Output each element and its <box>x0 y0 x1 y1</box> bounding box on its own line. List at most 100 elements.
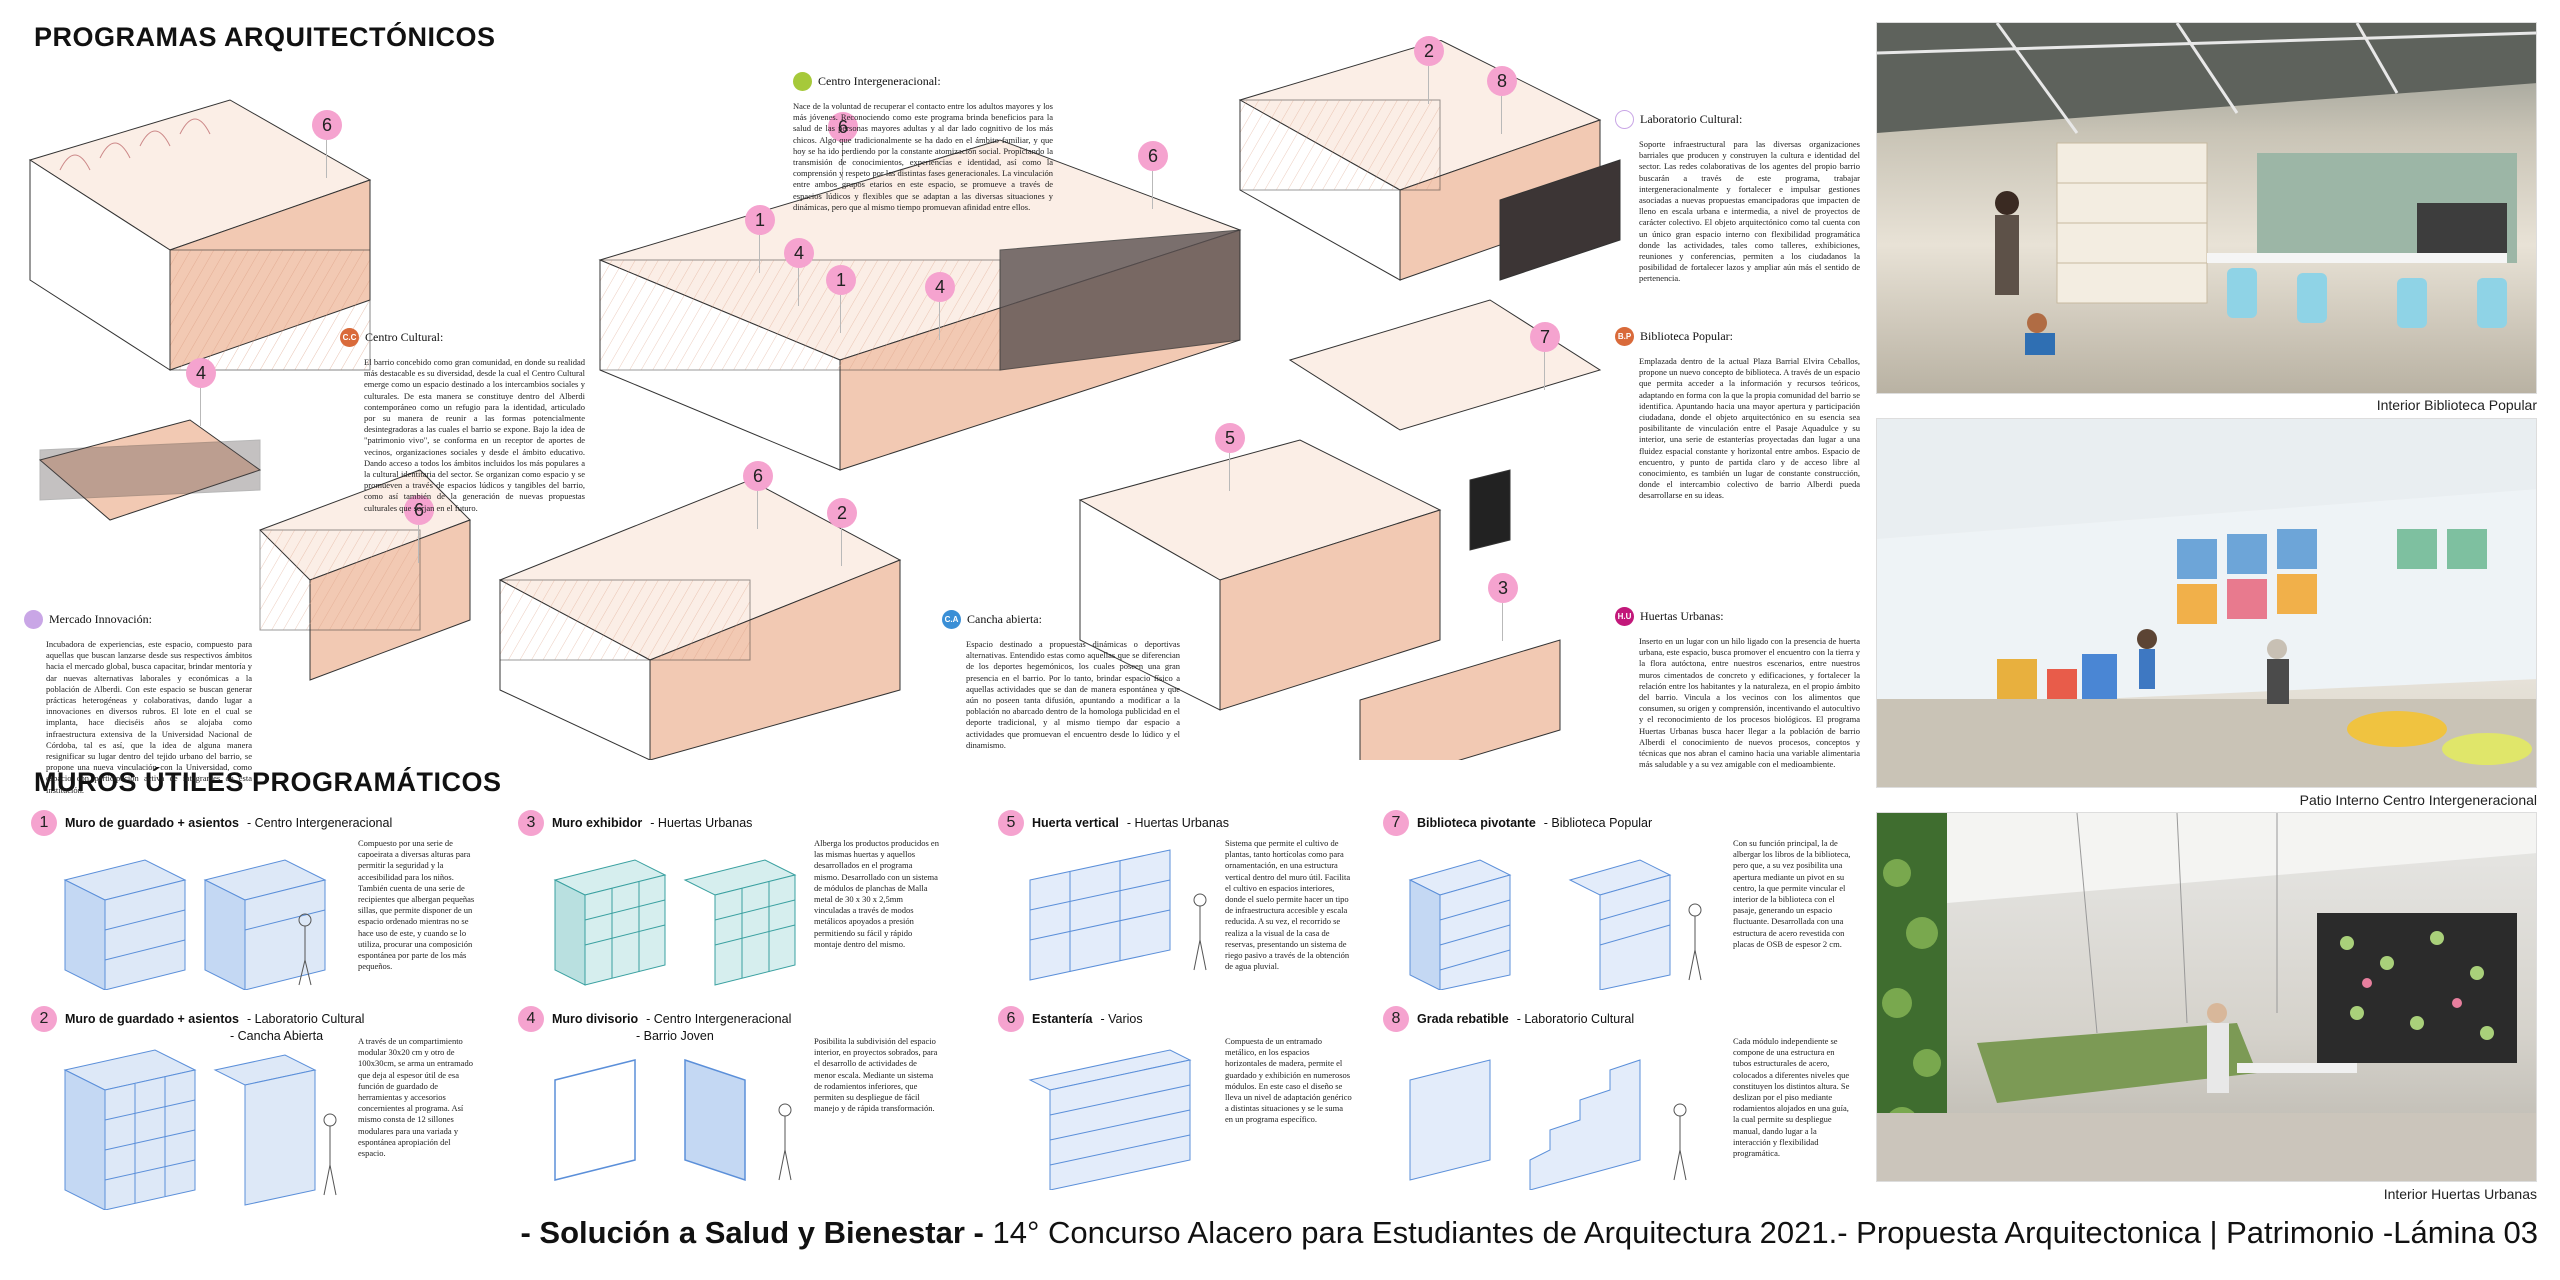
patio-render-icon <box>1877 419 2536 787</box>
wall-description: Alberga los productos producidos en las … <box>814 838 939 949</box>
wall-7-illustration <box>1408 859 1702 990</box>
wall-program-secondary: - Cancha Abierta <box>230 1029 324 1043</box>
marker-wall-2: 2 <box>1414 36 1444 104</box>
marker-wall-1: 1 <box>826 265 856 333</box>
marker-wall-3: 3 <box>1488 573 1518 641</box>
wall-number: 2 <box>31 1006 57 1032</box>
program-title: Mercado Innovación: <box>49 612 152 626</box>
wall-item-2-head: 2 Muro de guardado + asientos - Laborato… <box>31 1006 364 1032</box>
wall-title: Muro de guardado + asientos <box>65 1012 239 1026</box>
wall-2-illustration <box>63 1049 337 1210</box>
wall-program: - Huertas Urbanas <box>650 816 753 830</box>
program-text: Incubadora de experiencias, este espacio… <box>46 639 252 795</box>
wall-8-illustration <box>1409 1059 1687 1190</box>
render-patio-intergeneracional <box>1876 418 2537 788</box>
program-badge: H.U <box>1615 607 1634 626</box>
wall-title: Muro exhibidor <box>552 816 643 830</box>
wall-program: - Biblioteca Popular <box>1543 816 1653 830</box>
wall-6-illustration <box>1028 1049 1192 1190</box>
wall-title: Huerta vertical <box>1032 816 1119 830</box>
program-badge: C.C <box>340 328 359 347</box>
programs-section-title: PROGRAMAS ARQUITECTÓNICOS <box>34 22 496 52</box>
wall-title: Biblioteca pivotante <box>1417 816 1536 830</box>
library-render-icon <box>1877 23 2536 355</box>
wall-program: - Centro Intergeneracional <box>247 816 393 830</box>
wall-description: Compuesta de un entramado metálico, en l… <box>1225 1036 1352 1125</box>
marker-wall-4: 4 <box>784 238 814 306</box>
wall-title: Muro divisorio <box>552 1012 639 1026</box>
wall-description: Compuesto por una serie de capoeirata a … <box>358 838 475 972</box>
caption-patio: Patio Interno Centro Intergeneracional <box>2299 792 2537 808</box>
wall-number: 1 <box>31 810 57 836</box>
program-title: Centro Intergeneracional: <box>818 74 941 88</box>
wall-3-illustration <box>553 859 797 986</box>
wall-number: 5 <box>998 810 1024 836</box>
program-centro-cultural: C.C Centro Cultural: El barrio concebido… <box>340 328 585 514</box>
program-badge <box>24 610 43 629</box>
wall-item-7-head: 7 Biblioteca pivotante - Biblioteca Popu… <box>1383 810 1652 836</box>
wall-number: 3 <box>518 810 544 836</box>
wall-title: Grada rebatible <box>1417 1012 1509 1026</box>
wall-item-1-head: 1 Muro de guardado + asientos - Centro I… <box>31 810 392 836</box>
caption-huertas: Interior Huertas Urbanas <box>2383 1186 2537 1202</box>
program-centro-intergeneracional: Centro Intergeneracional: Nace de la vol… <box>793 72 1053 213</box>
garden-render-icon <box>1877 813 2536 1181</box>
wall-program: - Varios <box>1100 1012 1143 1026</box>
program-badge <box>1615 110 1634 129</box>
program-text: El barrio concebido como gran comunidad,… <box>364 357 585 513</box>
program-text: Espacio destinado a propuestas dinámicas… <box>966 639 1180 750</box>
wall-item-4-head: 4 Muro divisorio - Centro Intergeneracio… <box>518 1006 791 1032</box>
wall-program: - Laboratorio Cultural <box>247 1012 365 1026</box>
wall-program: - Huertas Urbanas <box>1126 816 1229 830</box>
program-title: Biblioteca Popular: <box>1640 329 1733 343</box>
program-badge: C.A <box>942 610 961 629</box>
program-title: Huertas Urbanas: <box>1640 609 1724 623</box>
wall-4-illustration <box>554 1058 792 1182</box>
wall-title: Muro de guardado + asientos <box>65 816 239 830</box>
marker-wall-1: 1 <box>745 205 775 273</box>
wall-program-secondary: - Barrio Joven <box>636 1029 714 1043</box>
program-text: Nace de la voluntad de recuperar el cont… <box>793 101 1053 212</box>
drawing-block-5 <box>498 479 902 760</box>
program-laboratorio-cultural: Laboratorio Cultural: Soporte infraestru… <box>1615 110 1860 285</box>
wall-description: Posibilita la subdivisión del espacio in… <box>814 1036 938 1114</box>
program-text: Inserto en un lugar con un hilo ligado c… <box>1639 636 1860 770</box>
render-huertas-urbanas <box>1876 812 2537 1182</box>
marker-wall-7: 7 <box>1530 322 1560 390</box>
wall-program: - Laboratorio Cultural <box>1516 1012 1635 1026</box>
wall-1-illustration <box>63 859 327 990</box>
wall-item-6-head: 6 Estantería - Varios <box>998 1006 1143 1032</box>
drawing-block-1 <box>28 99 372 371</box>
footer-theme: - Solución a Salud y Bienestar - <box>520 1215 984 1250</box>
program-badge: B.P <box>1615 327 1634 346</box>
marker-wall-6: 6 <box>743 461 773 529</box>
marker-wall-6: 6 <box>828 112 858 180</box>
caption-biblioteca: Interior Biblioteca Popular <box>2376 397 2537 413</box>
wall-number: 7 <box>1383 810 1409 836</box>
program-title: Centro Cultural: <box>365 330 444 344</box>
drawing-block-3 <box>1238 40 1621 281</box>
footer-description: 14° Concurso Alacero para Estudiantes de… <box>983 1215 2538 1250</box>
wall-number: 6 <box>998 1006 1024 1032</box>
marker-wall-4: 4 <box>186 358 216 426</box>
wall-description: A través de un compartimiento modular 30… <box>358 1036 473 1159</box>
drawing-block-6 <box>1078 299 1602 760</box>
marker-wall-2: 2 <box>827 498 857 566</box>
program-badge <box>793 72 812 91</box>
wall-title: Estantería <box>1032 1012 1093 1026</box>
wall-description: Sistema que permite el cultivo de planta… <box>1225 838 1351 972</box>
marker-wall-5: 5 <box>1215 423 1245 491</box>
marker-wall-6: 6 <box>312 110 342 178</box>
program-cancha-abierta: C.A Cancha abierta: Espacio destinado a … <box>942 610 1180 751</box>
walls-section-title: MUROS ÚTILES PROGRAMÁTICOS <box>34 767 502 797</box>
program-huertas-urbanas: H.U Huertas Urbanas: Inserto en un lugar… <box>1615 607 1860 770</box>
program-text: Emplazada dentro de la actual Plaza Barr… <box>1639 356 1860 501</box>
wall-number: 4 <box>518 1006 544 1032</box>
render-biblioteca-popular <box>1876 22 2537 394</box>
wall-description: Con su función principal, la de albergar… <box>1733 838 1851 949</box>
wall-item-5-head: 5 Huerta vertical - Huertas Urbanas <box>998 810 1229 836</box>
marker-wall-6: 6 <box>404 495 434 563</box>
wall-item-3-head: 3 Muro exhibidor - Huertas Urbanas <box>518 810 752 836</box>
program-title: Cancha abierta: <box>967 612 1042 626</box>
wall-program: - Centro Intergeneracional <box>646 1012 792 1026</box>
